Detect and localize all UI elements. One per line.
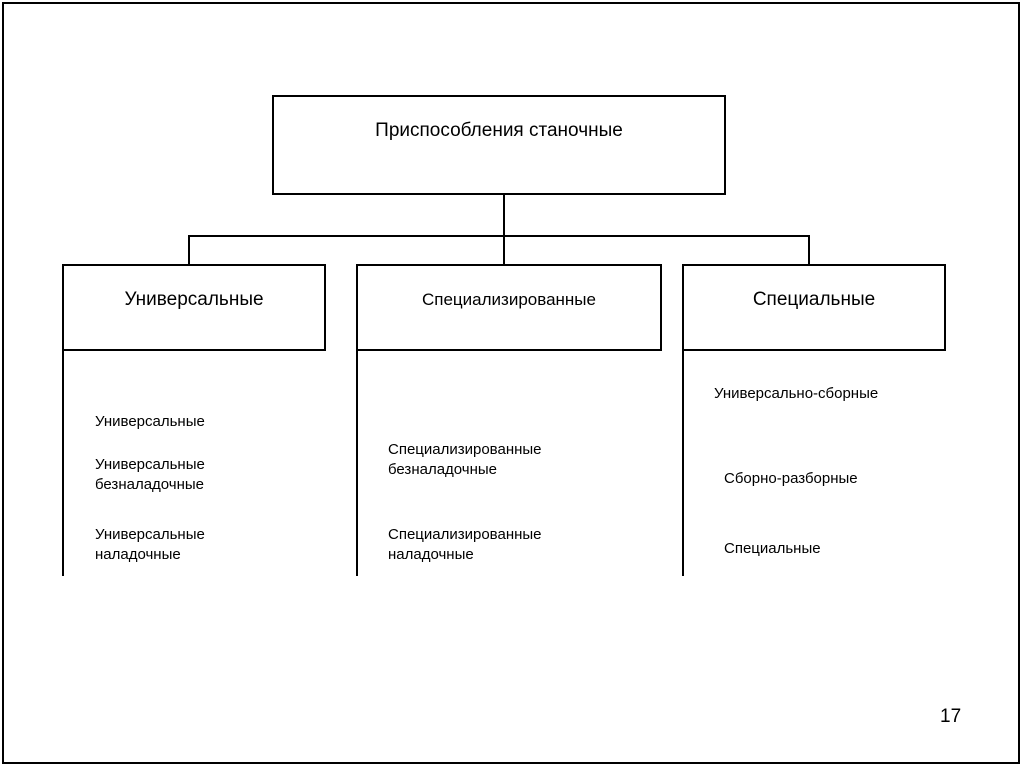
list-item: Универсальные наладочные [95,526,205,563]
list-item: Сборно-разборные [724,470,858,487]
group-label: Универсальные [124,288,264,310]
horizontal-connector [188,235,810,237]
group-node-special: Специальные [682,264,946,351]
connector-special [808,235,810,264]
list-item: Специализированные наладочные [388,526,542,563]
group-node-specialized: Специализированные [356,264,662,351]
page-number: 17 [940,706,962,727]
list-item: Специализированные безналадочные [388,441,542,478]
root-connector [503,195,505,264]
connector-univ [188,235,190,264]
group-node-universal: Универсальные [62,264,326,351]
group-label: Специальные [752,288,876,310]
list-item: Универсальные [95,413,205,430]
column-border-special [682,351,684,576]
root-node: Приспособления станочные [272,95,726,195]
group-label: Специализированные [422,289,596,309]
column-border-universal [62,351,64,576]
root-label: Приспособления станочные [375,120,623,141]
list-item: Универсальные безналадочные [95,456,205,493]
list-item: Универсально-сборные [714,385,879,402]
column-border-specialized [356,351,358,576]
list-item: Специальные [724,540,821,557]
